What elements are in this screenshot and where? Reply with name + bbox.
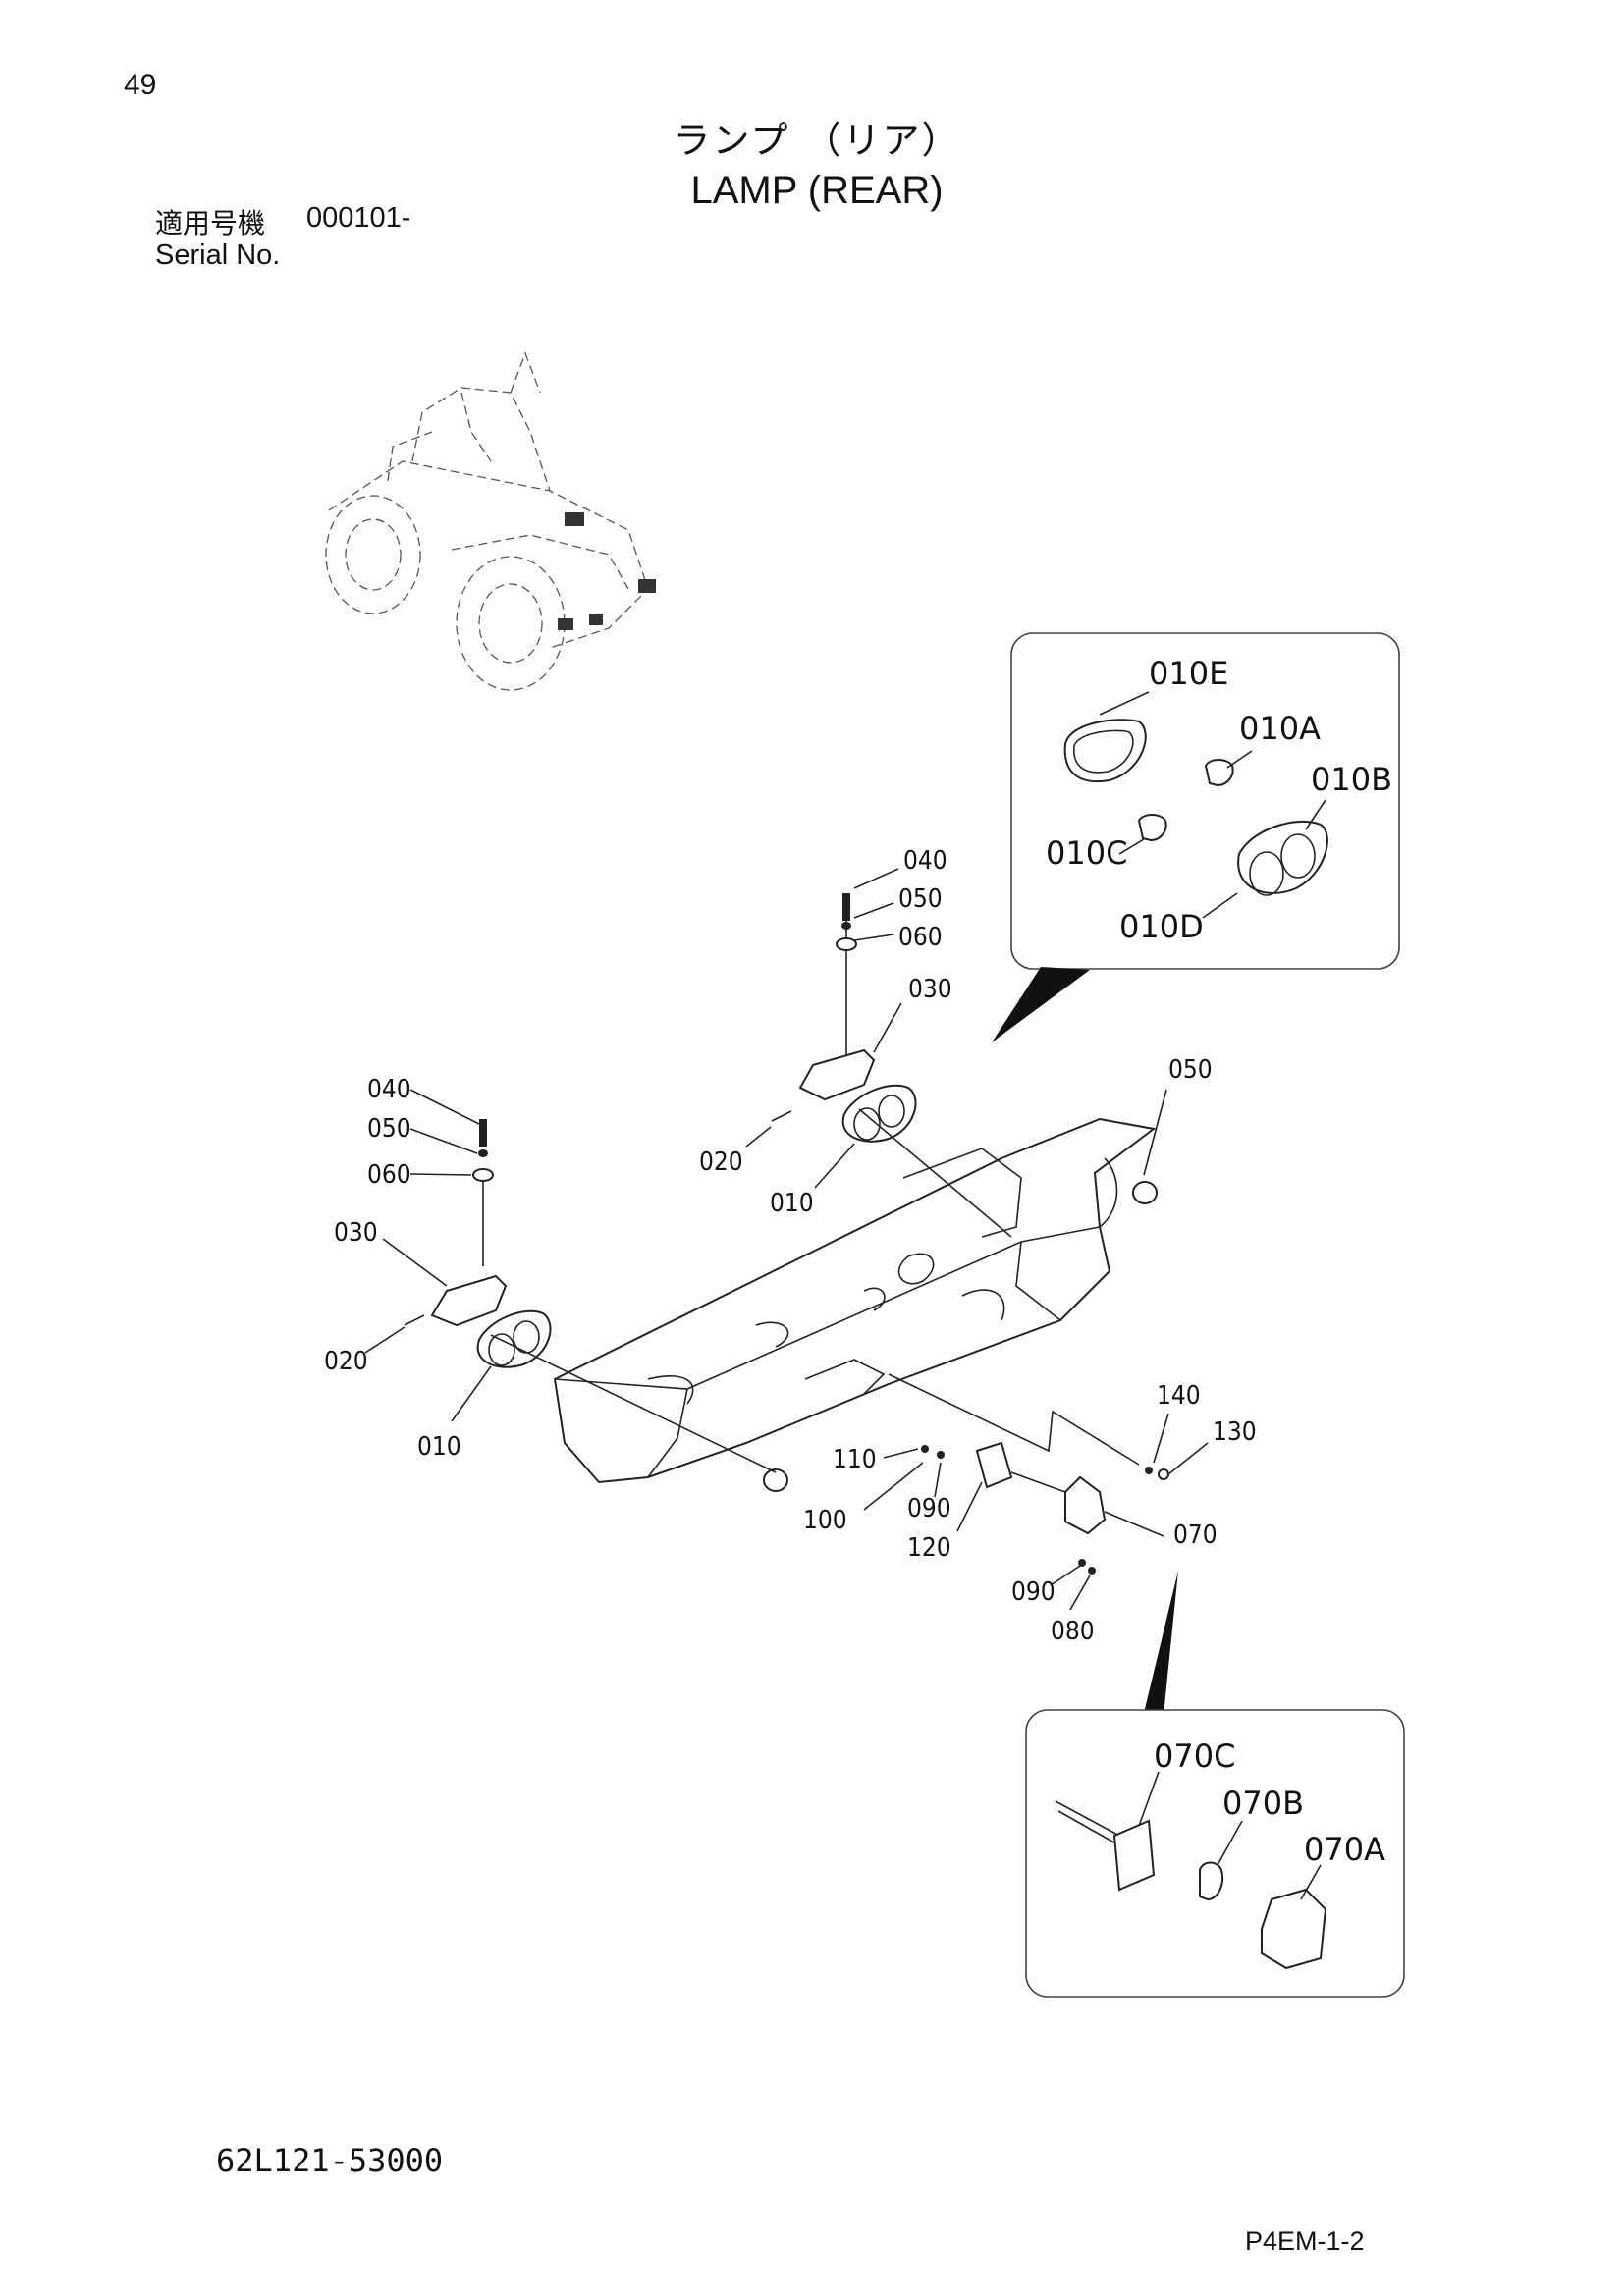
label-120: 120 (907, 1533, 951, 1563)
page-code: P4EM-1-2 (1245, 2226, 1365, 2256)
label-110: 110 (833, 1445, 877, 1474)
serial-number-value: 000101- (306, 202, 411, 234)
page-number: 49 (124, 69, 157, 101)
label-140: 140 (1157, 1381, 1201, 1411)
lamp-assembly-center: 140 130 110 100 090 120 070 090 080 (803, 1373, 1257, 1646)
page-title-japanese: ランプ （リア） (673, 119, 961, 162)
label-050-left: 050 (367, 1114, 411, 1144)
label-090-lower: 090 (1011, 1577, 1056, 1607)
label-040-right: 040 (903, 846, 947, 876)
label-010A: 010A (1239, 710, 1321, 747)
label-020-left: 020 (324, 1347, 368, 1376)
label-030-right: 030 (908, 975, 952, 1004)
label-040-left: 040 (367, 1075, 411, 1104)
lamp-assembly-right: 040 050 060 030 020 010 (699, 846, 1012, 1238)
label-070B: 070B (1222, 1785, 1304, 1822)
label-020-right: 020 (699, 1148, 743, 1177)
label-060-right: 060 (898, 923, 943, 952)
side-lamp-detail-inset: 070C 070B 070A (1025, 1571, 1405, 1998)
page-title: LAMP (REAR) (690, 169, 944, 212)
label-010-left: 010 (417, 1432, 461, 1462)
machine-overview-illustration (325, 351, 656, 691)
label-100: 100 (803, 1506, 847, 1535)
label-080: 080 (1051, 1617, 1095, 1646)
lamp-detail-inset: 010E 010A 010B 010C 010D (992, 632, 1400, 1042)
label-010B: 010B (1311, 761, 1392, 798)
lamp-assembly-left: 040 050 060 030 020 010 050 (324, 1055, 1213, 1473)
drawing-code: 62L121-53000 (216, 2142, 444, 2179)
label-010D: 010D (1119, 908, 1204, 945)
label-010E: 010E (1149, 655, 1228, 692)
label-060-left: 060 (367, 1160, 411, 1190)
label-130: 130 (1213, 1417, 1257, 1447)
label-070: 070 (1173, 1521, 1218, 1550)
label-050-right: 050 (898, 884, 943, 914)
rear-bumper-illustration (553, 1117, 1158, 1492)
label-070C: 070C (1154, 1737, 1235, 1775)
label-090-upper: 090 (907, 1494, 951, 1523)
serial-label: Serial No. (155, 240, 281, 271)
label-050-grommet: 050 (1168, 1055, 1213, 1085)
label-030-left: 030 (334, 1218, 378, 1248)
label-010-right: 010 (770, 1189, 814, 1218)
serial-label-japanese: 適用号機 (155, 207, 266, 240)
label-010C: 010C (1046, 834, 1127, 872)
label-070A: 070A (1304, 1831, 1385, 1868)
